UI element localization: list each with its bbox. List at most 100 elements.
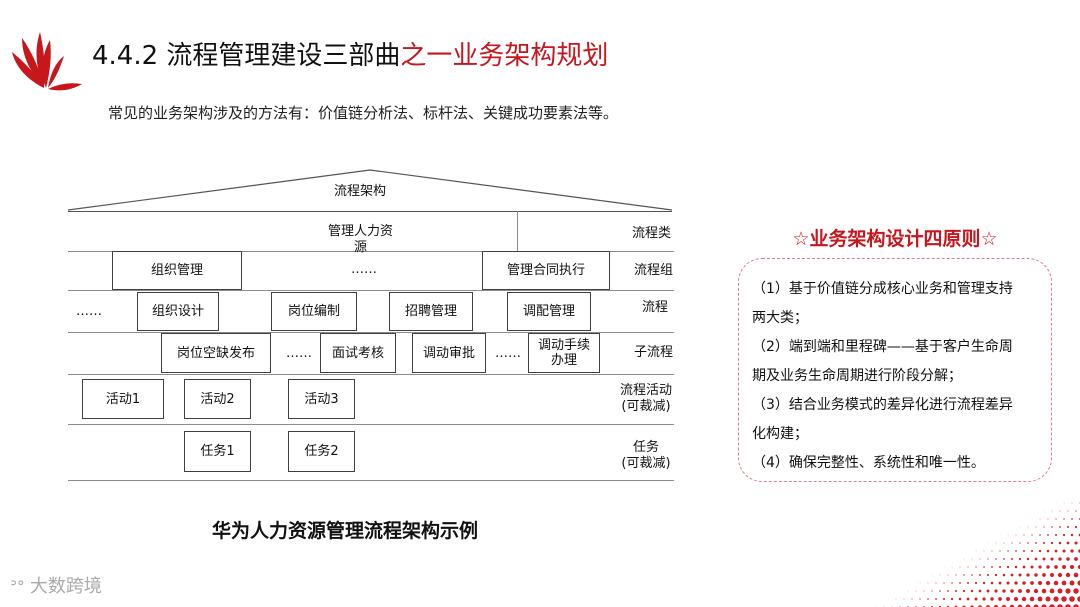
company-logo [10, 22, 88, 96]
decorative-dot [931, 590, 932, 591]
decorative-dot [952, 567, 953, 568]
decorative-dot [1022, 581, 1026, 585]
decorative-dot [1062, 581, 1067, 586]
decorative-dot [1038, 581, 1042, 585]
roof-label: 流程架构 [334, 184, 386, 199]
decorative-dot [1010, 589, 1014, 593]
decorative-dot [984, 551, 985, 552]
principle-line: （2）端到端和里程碑——基于客户生命周 [752, 336, 1013, 356]
task-box: 任务2 [288, 431, 355, 472]
decorative-dot [1036, 527, 1037, 528]
page-title: 4.4.2 流程管理建设三部曲之一业务架构规划 [92, 36, 608, 76]
decorative-dot [1003, 574, 1006, 577]
decorative-dot [1071, 518, 1073, 520]
decorative-dot [975, 582, 977, 584]
decorative-dot [1071, 534, 1073, 536]
row-divider [68, 290, 674, 291]
decorative-dot [994, 589, 997, 592]
decorative-dot [1074, 557, 1078, 561]
principle-line: 期及业务生命周期进行阶段分解； [752, 365, 962, 385]
subprocess-ellipsis: …… [495, 346, 521, 361]
decorative-dot [896, 599, 897, 600]
decorative-dot [1039, 550, 1041, 552]
row-divider [68, 211, 672, 212]
decorative-dot [904, 599, 905, 600]
activity-label: 流程活动 [618, 383, 674, 399]
decorative-dot [1034, 573, 1037, 576]
decorative-dot [908, 591, 909, 592]
decorative-dot [979, 558, 980, 559]
diagram-caption: 华为人力资源管理流程架构示例 [212, 516, 478, 543]
principle-line: 两大类； [752, 307, 808, 327]
decorative-dot [1058, 573, 1062, 577]
decorative-dot [982, 597, 985, 600]
decorative-dot [999, 582, 1002, 585]
decorative-dot [1070, 565, 1074, 569]
decorative-dot [1014, 597, 1018, 601]
decorative-dot [1075, 510, 1076, 511]
decorative-dot [1063, 518, 1064, 519]
decorative-dot [1019, 558, 1021, 560]
level-label-group: 流程组 [634, 263, 673, 279]
decorative-dot [1066, 573, 1070, 577]
decorative-dot [1059, 542, 1062, 545]
decorative-dot [1070, 581, 1075, 586]
decorative-dot [1028, 527, 1029, 528]
decorative-dot [1019, 574, 1022, 577]
decorative-dot [1026, 573, 1029, 576]
decorative-dot [1007, 550, 1008, 551]
decorative-dot [972, 559, 973, 560]
decorative-dot [979, 590, 982, 593]
decorative-dot [928, 583, 929, 584]
decorative-dot [1055, 534, 1057, 536]
level-label-task: 任务 (可裁减) [618, 440, 674, 472]
decorative-dot [992, 551, 993, 552]
decorative-dot [995, 558, 996, 559]
decorative-dot [1050, 589, 1055, 594]
decorative-dot [1055, 518, 1056, 519]
decorative-dot [939, 590, 941, 592]
decorative-dot [979, 574, 981, 576]
decorative-dot [1047, 550, 1050, 553]
decorative-dot [935, 598, 937, 600]
decorative-dot [963, 590, 965, 592]
decorative-dot [947, 590, 949, 592]
decorative-dot [1038, 565, 1041, 568]
decorative-dot [1035, 558, 1038, 561]
decorative-dot [916, 591, 917, 592]
decorative-dot [1015, 550, 1017, 552]
decorative-dot [911, 598, 912, 599]
decorative-dot [975, 598, 978, 601]
decorative-dot [1007, 566, 1009, 568]
decorative-dot [1023, 566, 1026, 569]
decorative-dot [940, 575, 941, 576]
decorative-dot [1004, 543, 1005, 544]
decorative-dot [1011, 574, 1014, 577]
decorative-dot [1047, 534, 1049, 536]
watermark-text: 大数跨境 [30, 576, 102, 597]
decorative-dot [1006, 581, 1009, 584]
decorative-dot [1027, 558, 1029, 560]
decorative-dot [996, 543, 997, 544]
decorative-dot [1040, 519, 1041, 520]
decorative-dot [983, 582, 985, 584]
subprocess-box: 岗位空缺发布 [161, 333, 271, 373]
decorative-dot [967, 598, 970, 601]
activity-box: 活动1 [82, 379, 164, 419]
decorative-dot [999, 550, 1000, 551]
decorative-dot [1051, 542, 1053, 544]
decorative-dot [1050, 557, 1053, 560]
decorative-dot [1054, 565, 1058, 569]
decorative-dot [1023, 550, 1025, 552]
principle-line: （3）结合业务模式的差异化进行流程差异 [752, 394, 1013, 414]
group-ellipsis: …… [351, 262, 377, 277]
subprocess-line1: 调动手续 [538, 338, 590, 353]
decorative-dot [1065, 588, 1070, 593]
decorative-dot [1015, 566, 1017, 568]
decorative-dot [976, 551, 977, 552]
process-box: 组织设计 [137, 292, 219, 331]
decorative-dot [1003, 558, 1005, 560]
decorative-dot [1023, 534, 1024, 535]
decorative-dot [1062, 549, 1065, 552]
decorative-dot [1058, 557, 1061, 560]
